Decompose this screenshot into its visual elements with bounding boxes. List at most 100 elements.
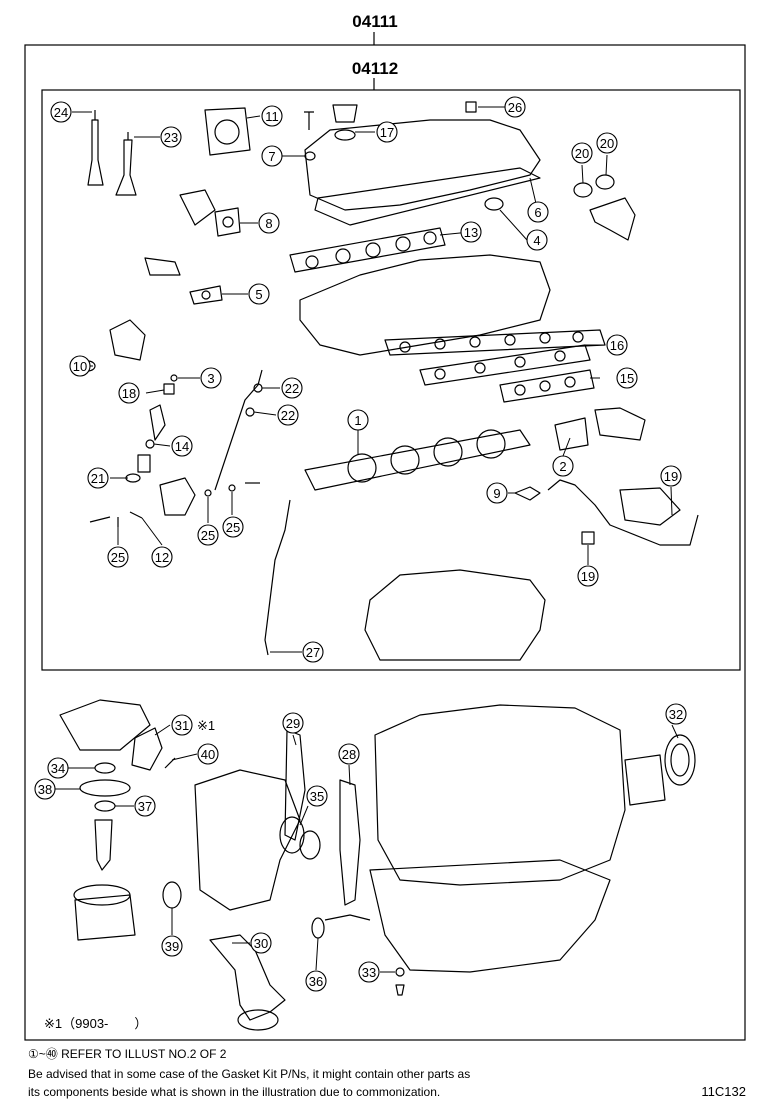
advisory-line-2: its components beside what is shown in t… [28, 1085, 441, 1099]
advisory-line-1: Be advised that in some case of the Gask… [28, 1067, 471, 1081]
callout-29: 29 [282, 712, 304, 734]
callout-19b: 19 [577, 565, 599, 587]
svg-text:39: 39 [165, 939, 179, 954]
callout-25c: 25 [222, 516, 244, 538]
svg-text:31: 31 [175, 718, 189, 733]
range-note: ①~㊵ REFER TO ILLUST NO.2 OF 2 [28, 1047, 227, 1061]
svg-text:27: 27 [306, 645, 320, 660]
callout-31: 31 [171, 714, 193, 736]
callout-2: 2 [552, 455, 574, 477]
svg-text:17: 17 [380, 125, 394, 140]
svg-text:23: 23 [164, 130, 178, 145]
svg-text:20: 20 [575, 146, 589, 161]
callout-20b: 20 [596, 132, 618, 154]
callout-12: 12 [151, 546, 173, 568]
svg-text:5: 5 [255, 287, 262, 302]
svg-text:13: 13 [464, 225, 478, 240]
date-note: ※1（9903- ） [44, 1016, 147, 1031]
callout-17: 17 [376, 121, 398, 143]
inner-frame [41, 89, 741, 671]
svg-text:34: 34 [51, 761, 65, 776]
svg-text:22: 22 [281, 408, 295, 423]
callout-8: 8 [258, 212, 280, 234]
svg-text:32: 32 [669, 707, 683, 722]
callout-4: 4 [526, 229, 548, 251]
callout-37: 37 [134, 795, 156, 817]
callout-9: 9 [486, 482, 508, 504]
part-illustrations [59, 101, 699, 1031]
svg-text:12: 12 [155, 550, 169, 565]
callout-34: 34 [47, 757, 69, 779]
svg-text:7: 7 [268, 149, 275, 164]
svg-text:25: 25 [226, 520, 240, 535]
svg-text:28: 28 [342, 747, 356, 762]
assembly-code: 04111 [352, 12, 397, 31]
subassembly-code: 04112 [352, 59, 398, 78]
svg-text:9: 9 [493, 486, 500, 501]
callout-6: 6 [527, 201, 549, 223]
svg-text:10: 10 [73, 359, 87, 374]
callout-13: 13 [460, 221, 482, 243]
callout-22b: 22 [277, 404, 299, 426]
svg-text:30: 30 [254, 936, 268, 951]
callout-16: 16 [606, 334, 628, 356]
illustration-id: 11C132 [701, 1084, 746, 1099]
svg-text:25: 25 [201, 528, 215, 543]
svg-text:21: 21 [91, 471, 105, 486]
callout-30: 30 [250, 932, 272, 954]
callout-5: 5 [248, 283, 270, 305]
callout-19a: 19 [660, 465, 682, 487]
callout-18: 18 [118, 382, 140, 404]
svg-text:8: 8 [265, 216, 272, 231]
svg-text:29: 29 [286, 716, 300, 731]
svg-text:15: 15 [620, 371, 634, 386]
callout-20a: 20 [571, 142, 593, 164]
svg-text:6: 6 [534, 205, 541, 220]
callout-14: 14 [171, 435, 193, 457]
callout-25a: 25 [107, 546, 129, 568]
callout-40: 40 [197, 743, 219, 765]
svg-text:11: 11 [265, 109, 279, 124]
callout-36: 36 [305, 970, 327, 992]
svg-text:3: 3 [207, 371, 214, 386]
svg-text:35: 35 [310, 789, 324, 804]
svg-text:22: 22 [285, 381, 299, 396]
callout-27: 27 [302, 641, 324, 663]
svg-text:14: 14 [175, 439, 189, 454]
callout-24: 24 [50, 101, 72, 123]
callout-32: 32 [665, 703, 687, 725]
svg-text:4: 4 [533, 233, 540, 248]
callout-22a: 22 [281, 377, 303, 399]
callout-15: 15 [616, 367, 638, 389]
svg-text:33: 33 [362, 965, 376, 980]
svg-text:20: 20 [600, 136, 614, 151]
callout-39: 39 [161, 935, 183, 957]
callout-35: 35 [306, 785, 328, 807]
svg-text:1: 1 [354, 413, 361, 428]
callout-33: 33 [358, 961, 380, 983]
callout-23: 23 [160, 126, 182, 148]
svg-text:37: 37 [138, 799, 152, 814]
callout-25b: 25 [197, 524, 219, 546]
callout-10: 10 [69, 355, 91, 377]
callouts: 1 2 3 4 5 6 7 8 9 10 11 12 13 14 15 16 1… [34, 96, 687, 992]
svg-text:19: 19 [664, 469, 678, 484]
svg-text:18: 18 [122, 386, 136, 401]
svg-text:2: 2 [559, 459, 566, 474]
callout-28: 28 [338, 743, 360, 765]
outer-frame [24, 44, 746, 1041]
svg-text:38: 38 [38, 782, 52, 797]
svg-text:24: 24 [54, 105, 68, 120]
callout-38: 38 [34, 778, 56, 800]
svg-text:25: 25 [111, 550, 125, 565]
leader-lines [55, 106, 679, 973]
svg-text:16: 16 [610, 338, 624, 353]
svg-text:26: 26 [508, 100, 522, 115]
callout-1: 1 [347, 409, 369, 431]
callout-21: 21 [87, 467, 109, 489]
svg-text:40: 40 [201, 747, 215, 762]
callout-7: 7 [261, 145, 283, 167]
svg-text:19: 19 [581, 569, 595, 584]
callout-26: 26 [504, 96, 526, 118]
